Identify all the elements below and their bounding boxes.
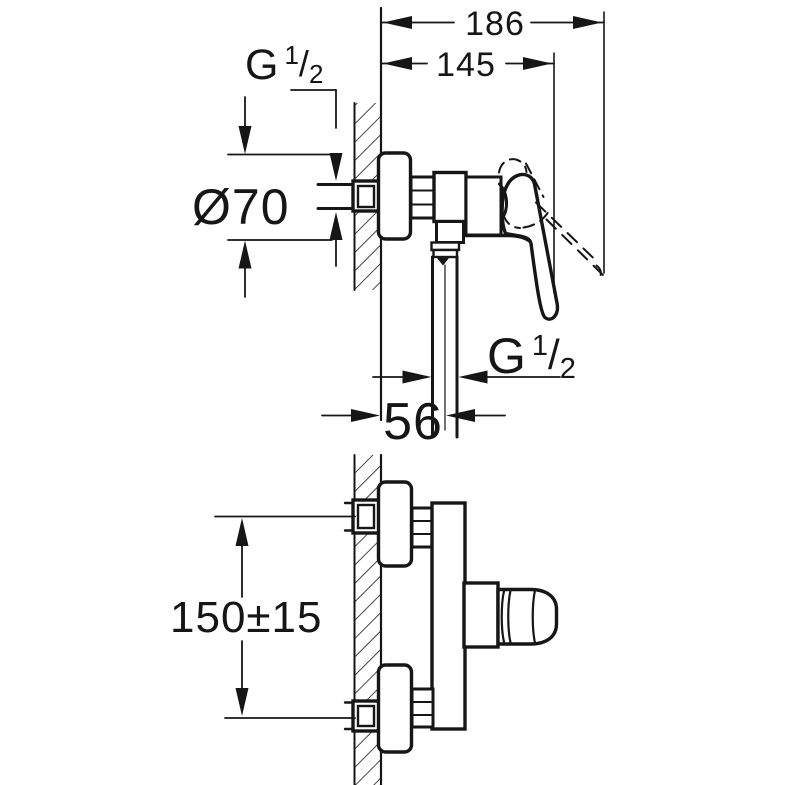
outlet-thread-letter: G xyxy=(487,328,526,384)
lever-handle-raised-dashed xyxy=(498,158,604,281)
dim-label-escutcheon-diameter: Ø70 xyxy=(192,179,290,235)
lower-nut-plan xyxy=(410,687,435,729)
handle-plan xyxy=(462,581,559,649)
lever-handle-side xyxy=(498,172,560,321)
upper-nut-plan xyxy=(410,506,435,549)
dim-label-inlet-spacing: 150±15 xyxy=(170,593,323,642)
inlet-thread-letter: G xyxy=(245,41,279,89)
inlet-thread-denominator: 2 xyxy=(308,59,324,89)
dim-label-outlet-offset: 56 xyxy=(383,393,443,451)
mixer-body-side xyxy=(430,170,468,266)
dimension-lines-side xyxy=(227,11,605,422)
dim-label-handle-depth: 145 xyxy=(436,46,496,84)
side-view xyxy=(227,6,605,439)
outlet-thread-denominator: 2 xyxy=(559,353,576,385)
dimension-lines-plan xyxy=(214,515,356,719)
mixer-body-plan xyxy=(430,501,467,731)
escutcheon-side xyxy=(376,151,413,241)
inlet-thread-slash: / xyxy=(298,43,309,84)
inlet-thread-numerator: 1 xyxy=(284,40,299,70)
union-nut-side xyxy=(409,175,436,220)
upper-escutcheon-plan xyxy=(376,480,414,568)
cartridge-hub xyxy=(464,175,534,245)
lower-union-plan xyxy=(343,699,381,733)
plan-view xyxy=(214,453,559,785)
wall-union-side xyxy=(316,179,381,213)
outlet-thread-numerator: 1 xyxy=(531,330,549,362)
dim-label-overall-depth: 186 xyxy=(465,5,525,43)
outlet-pipe xyxy=(431,255,459,439)
outlet-thread-slash: / xyxy=(548,331,560,378)
lower-escutcheon-plan xyxy=(376,663,414,754)
